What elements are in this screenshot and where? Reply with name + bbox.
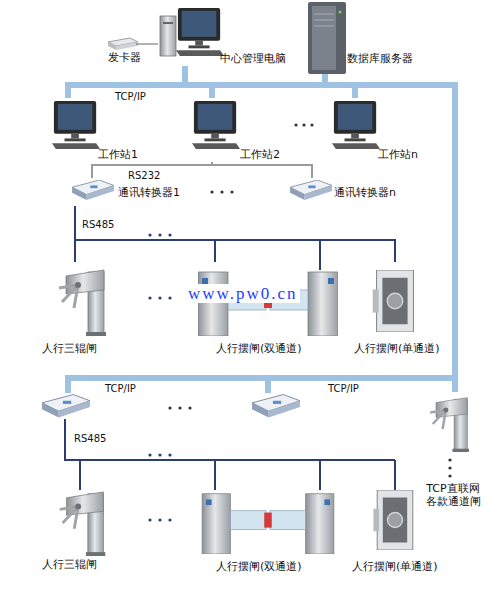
device-label: 人行摆闸(双通道) <box>216 560 302 573</box>
device-node: 工作站1 <box>48 98 140 162</box>
device-label: TCP直联网 各款通道闸 <box>423 482 483 508</box>
device-label: 人行三辊闸 <box>42 558 97 571</box>
watermark: www.pw0.cn <box>186 284 300 303</box>
device-label: 人行摆闸(单通道) <box>354 342 440 355</box>
signal-label: RS485 <box>74 432 106 445</box>
device-node: 数据库服务器 <box>305 2 415 74</box>
cable <box>75 206 215 262</box>
device-node: 人行三辊闸 <box>38 486 118 578</box>
device-label: 工作站2 <box>240 148 280 161</box>
cable <box>144 44 158 45</box>
cable <box>212 162 312 178</box>
device-node: 发卡器 <box>104 34 144 66</box>
signal-label: RS485 <box>82 218 114 231</box>
device-label: 人行摆闸(双通道) <box>216 342 302 355</box>
device-node: TCP直联网 各款通道闸 <box>418 392 488 510</box>
label-holder: TCP/IP <box>105 382 136 395</box>
device-label: 发卡器 <box>108 51 141 64</box>
label-holder: TCP/IP <box>328 382 359 395</box>
signal-label: TCP/IP <box>328 382 359 395</box>
label-holder: RS232 <box>128 169 160 182</box>
device-node: 人行摆闸(双通道) <box>192 486 342 578</box>
device-label: 中心管理电脑 <box>220 52 286 65</box>
device-node: 工作站n <box>328 98 428 162</box>
label-holder: TCP/IP <box>115 90 146 103</box>
cable <box>75 206 395 262</box>
device-label: 数据库服务器 <box>347 52 413 65</box>
device-label: 人行三辊闸 <box>42 342 97 355</box>
device-node: 人行摆闸(双通道) <box>192 262 342 358</box>
device-node: 通讯转换器n <box>288 178 403 206</box>
label-holder: www.pw0.cn <box>186 284 300 303</box>
device-node: 通讯转换器1 <box>68 178 198 206</box>
device-label: 工作站1 <box>98 148 138 161</box>
device-label: 人行摆闸(单通道) <box>352 560 438 573</box>
network-bus <box>325 74 455 392</box>
device-label: 通讯转换器1 <box>118 186 180 199</box>
device-label: 工作站n <box>378 148 418 161</box>
signal-label: TCP/IP <box>105 382 136 395</box>
signal-label: TCP/IP <box>115 90 146 103</box>
device-node: 工作站2 <box>188 98 288 162</box>
device-node: 人行摆闸(单通道) <box>350 262 446 358</box>
device-node: 人行三辊闸 <box>38 262 118 358</box>
device-label: 通讯转换器n <box>334 186 396 199</box>
device-node: 中心管理电脑 <box>158 6 288 66</box>
signal-label: RS232 <box>128 169 160 182</box>
label-holder: RS485 <box>74 432 106 445</box>
label-holder: RS485 <box>82 218 114 231</box>
